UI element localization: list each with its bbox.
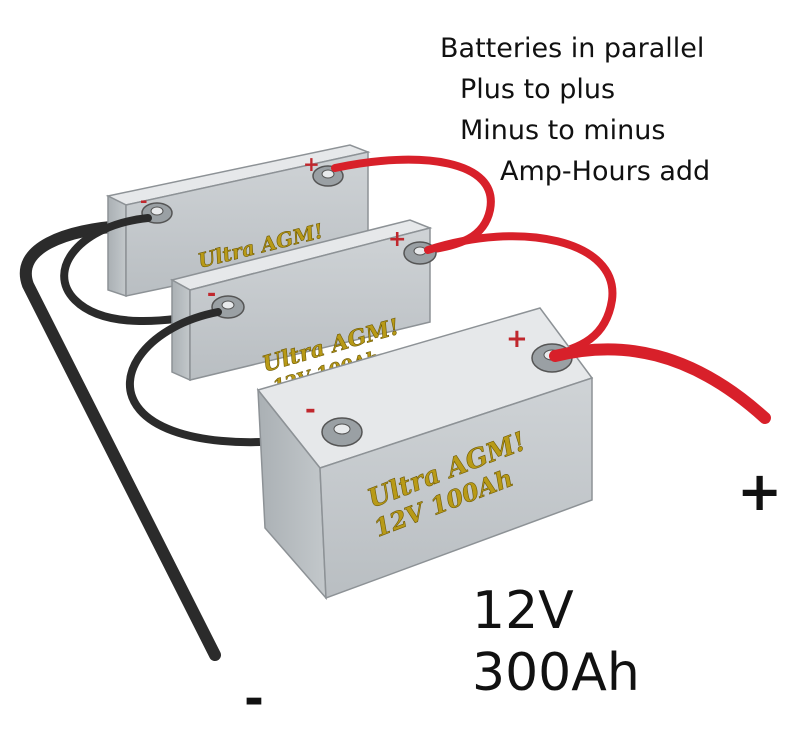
bank-voltage: 12V [472, 581, 574, 641]
battery-3-negative-mark: - [305, 395, 316, 425]
note-amp-hours-add: Amp-Hours add [500, 156, 710, 187]
negative-jumper-cable-1 [60, 214, 219, 326]
bank-capacity: 300Ah [472, 643, 640, 703]
note-minus-to-minus: Minus to minus [460, 115, 665, 146]
negative-output-label: - [244, 671, 264, 727]
note-plus-to-plus: Plus to plus [460, 74, 615, 105]
positive-output-label: + [737, 460, 782, 523]
battery-2-negative-mark: - [207, 282, 216, 307]
battery-2-positive-mark: + [388, 227, 406, 252]
positive-output-cable [549, 343, 771, 424]
positive-jumper-cable-2 [424, 232, 617, 359]
battery-3-positive-mark: + [506, 324, 528, 354]
battery-1-negative-mark: - [140, 191, 147, 212]
battery-3: Ultra AGM! 12V 100Ah - + [256, 307, 594, 601]
note-batteries-in-parallel: Batteries in parallel [440, 33, 704, 64]
